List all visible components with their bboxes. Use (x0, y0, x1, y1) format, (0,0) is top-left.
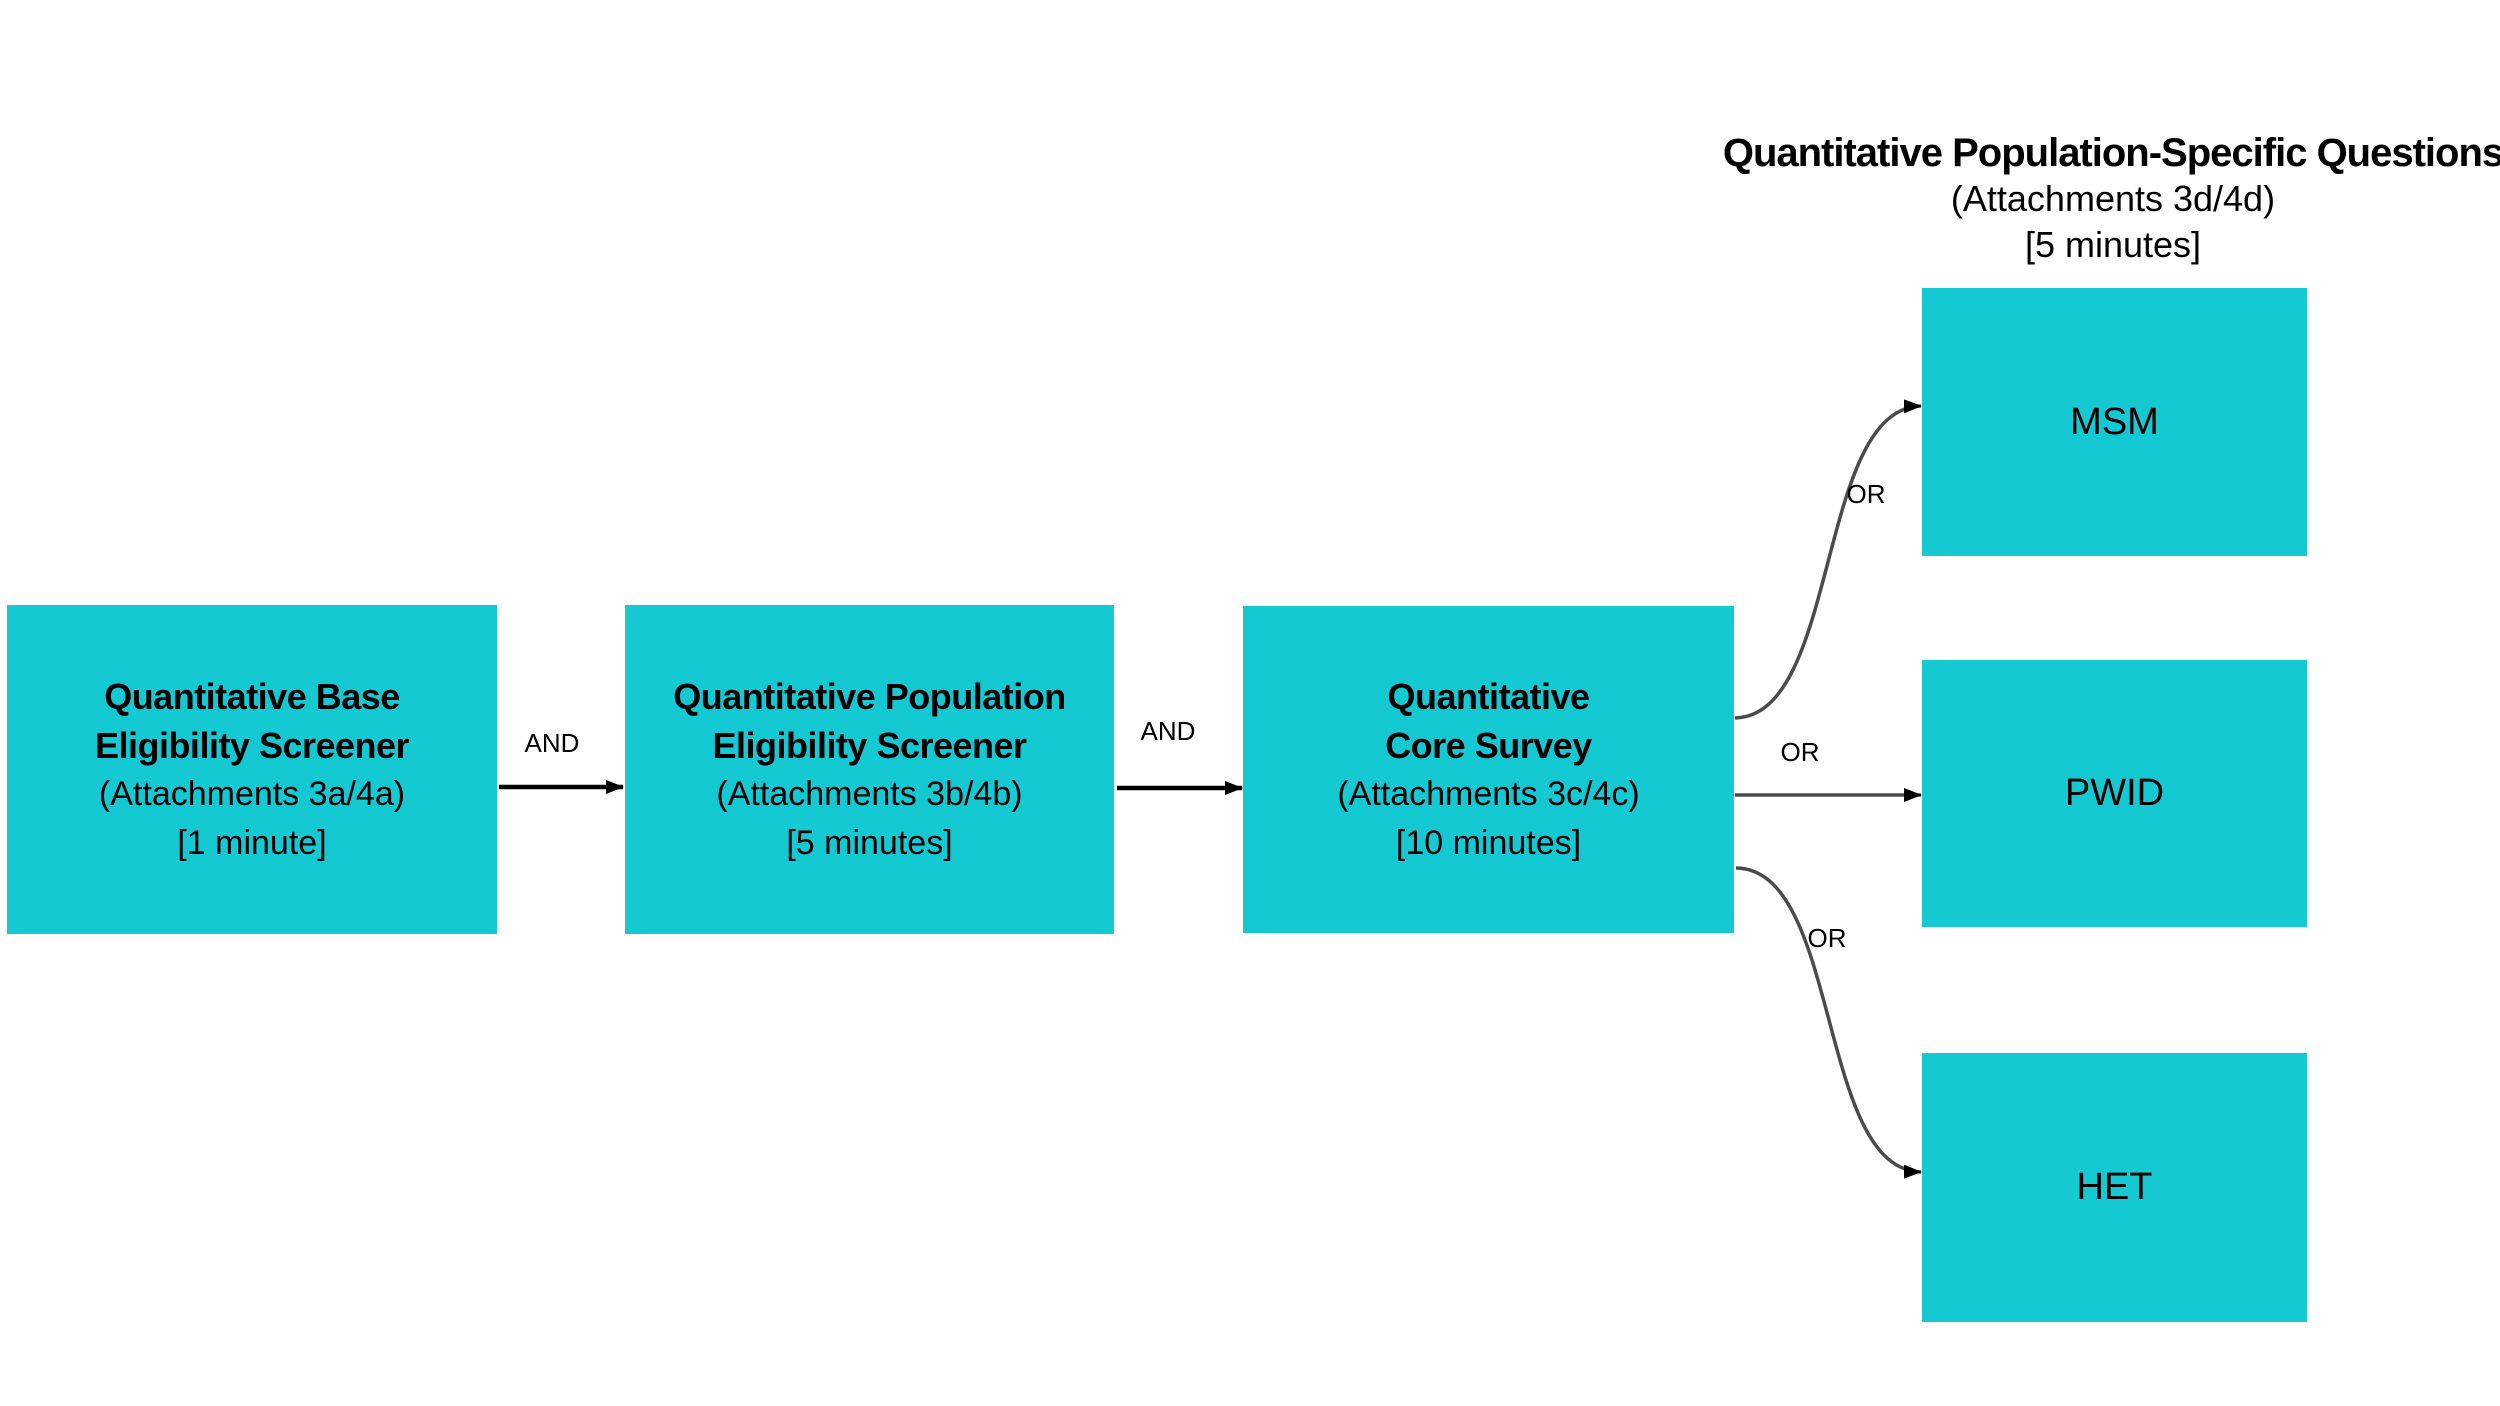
box-title-line: Quantitative Base (104, 675, 400, 717)
box-attachments: (Attachments 3a/4a) (98, 774, 406, 813)
box-duration: [5 minutes] (786, 823, 953, 862)
box-title-line: Quantitative Population (673, 675, 1066, 717)
population-questions-duration: [5 minutes] (2024, 224, 2202, 265)
population-questions-title: Quantitative Population-Specific Questio… (1722, 131, 2500, 175)
or-curve-core-to-het (1735, 866, 1922, 1179)
or-curve-core-to-msm (1734, 399, 1922, 720)
box-core-survey: Quantitative Core Survey (Attachments 3c… (1243, 606, 1734, 933)
box-msm-label: MSM (2070, 400, 2159, 443)
box-title-line: Eligibility Screener (712, 724, 1027, 766)
box-msm: MSM (1922, 288, 2307, 556)
box-duration: [1 minute] (177, 823, 327, 862)
population-questions-attachments: (Attachments 3d/4d) (1950, 178, 2276, 219)
box-attachments: (Attachments 3c/4c) (1337, 774, 1640, 813)
box-title-line: Core Survey (1385, 724, 1592, 766)
and-label-2: AND (1140, 716, 1196, 746)
population-questions-header: Quantitative Population-Specific Questio… (1693, 130, 2500, 268)
box-pwid-label: PWID (2064, 772, 2165, 814)
box-population-eligibility-screener: Quantitative Population Eligibility Scre… (625, 605, 1114, 934)
box-attachments: (Attachments 3b/4b) (716, 774, 1023, 813)
and-label-1: AND (524, 728, 580, 758)
box-duration: [10 minutes] (1395, 823, 1582, 862)
box-title-line: Eligibility Screener (94, 724, 410, 766)
box-title-line: Quantitative (1387, 675, 1590, 717)
or-label-msm: OR (1846, 479, 1886, 509)
box-het-label: HET (2076, 1166, 2153, 1208)
or-label-pwid: OR (1780, 737, 1820, 767)
or-label-het: OR (1807, 923, 1847, 953)
box-het: HET (1922, 1053, 2307, 1322)
box-base-eligibility-screener: Quantitative Base Eligibility Screener (… (7, 605, 497, 934)
box-pwid: PWID (1922, 660, 2307, 927)
